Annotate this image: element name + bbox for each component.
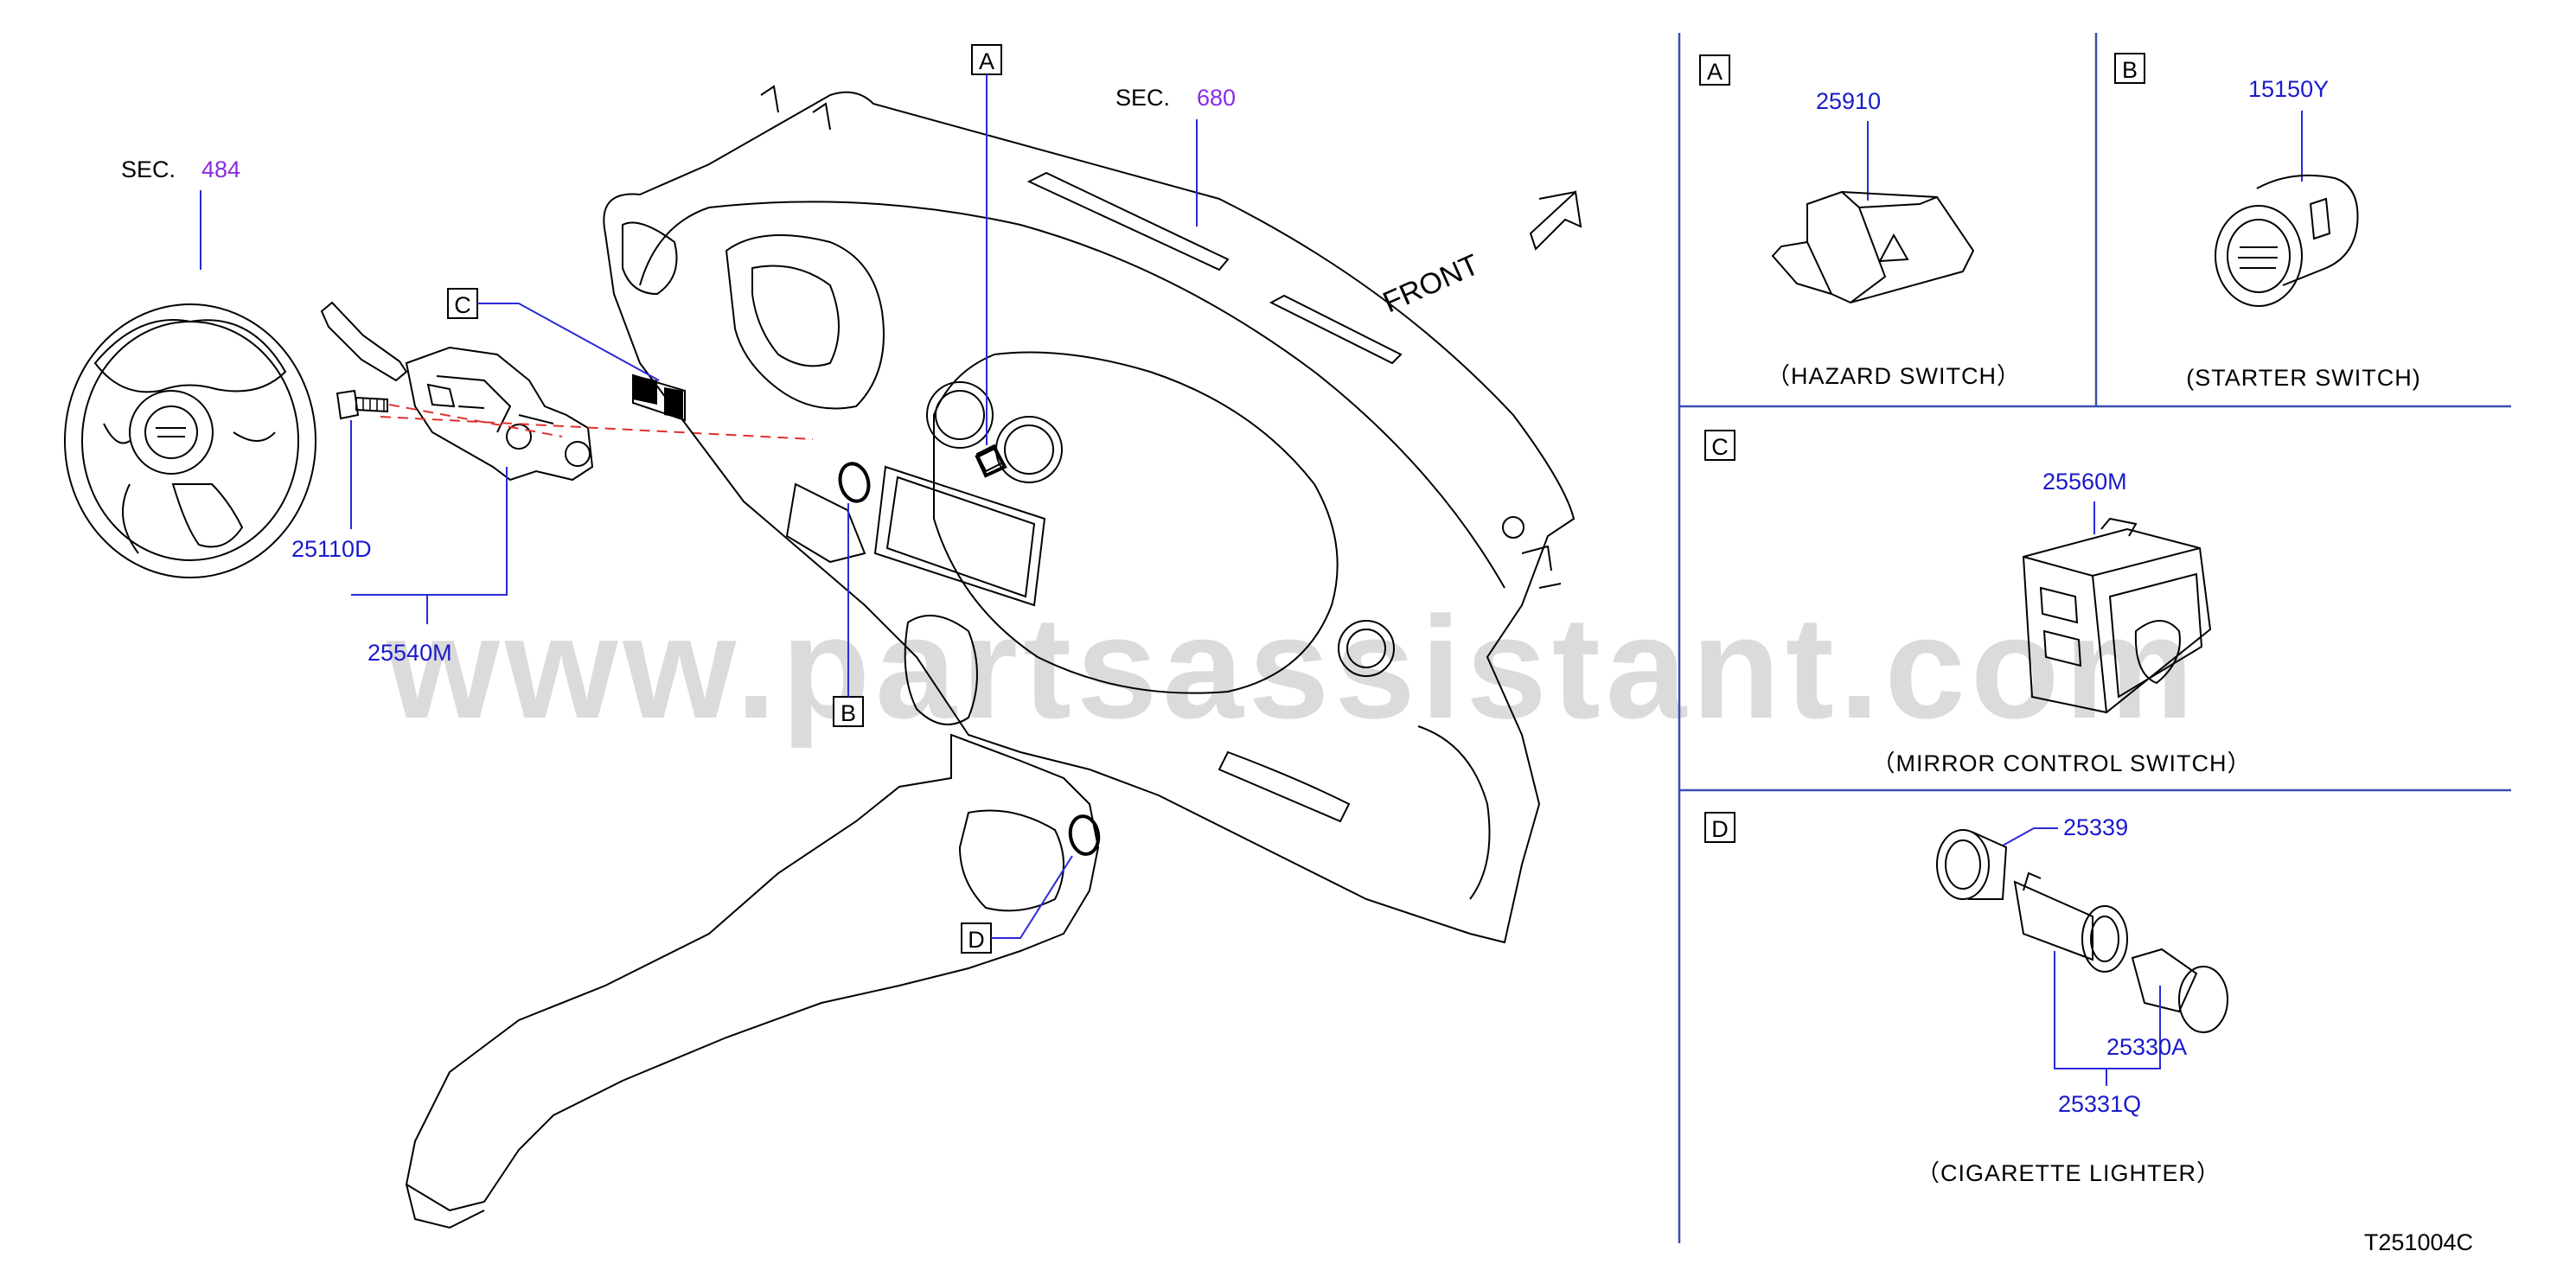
part-number-15150Y[interactable]: 15150Y (2248, 76, 2329, 102)
svg-text:C: C (1711, 434, 1729, 460)
svg-text:D: D (968, 927, 985, 953)
panel-d: D 25339 25330A 25331Q （CIGARETTE LIGHTER… (1704, 812, 2228, 1186)
caption-hazard-switch: （HAZARD SWITCH） (1767, 363, 2021, 389)
svg-text:D: D (1711, 816, 1729, 842)
main-part-leaders (350, 420, 508, 624)
panel-dividers (1678, 33, 2511, 1243)
diagram-id: T251004C (2364, 1229, 2473, 1255)
lighter-plug-icon (2131, 948, 2228, 1033)
caption-cigarette-lighter: （CIGARETTE LIGHTER） (1916, 1160, 2221, 1186)
front-arrow-icon (1529, 189, 1582, 251)
panel-a: A 25910 （HAZARD SWITCH） (1699, 54, 2021, 389)
starter-switch-icon (2215, 174, 2359, 307)
lighter-body-icon (2013, 871, 2128, 973)
bolt (336, 389, 388, 420)
watermark: www.partsassistant.com (386, 586, 2199, 749)
instrument-panel (603, 85, 1576, 944)
part-number-25560M[interactable]: 25560M (2042, 469, 2127, 495)
sec-484-number[interactable]: 484 (201, 156, 240, 182)
centre-console (405, 733, 1100, 1229)
sec-680-prefix: SEC. (1115, 85, 1170, 111)
callout-b[interactable]: B (833, 503, 864, 727)
sec-484-prefix: SEC. (121, 156, 176, 182)
svg-text:A: A (1707, 59, 1723, 85)
svg-text:B: B (841, 700, 856, 726)
steering-wheel (64, 303, 316, 578)
panel-b: B 15150Y (STARTER SWITCH) (2114, 53, 2421, 391)
callout-d[interactable]: D (961, 855, 1073, 954)
part-number-25540M[interactable]: 25540M (368, 640, 452, 666)
caption-mirror-control-switch: （MIRROR CONTROL SWITCH） (1872, 750, 2252, 776)
callout-a[interactable]: A (971, 44, 1002, 445)
part-number-25339[interactable]: 25339 (2063, 814, 2128, 840)
svg-text:C: C (454, 292, 471, 318)
callout-c[interactable]: C (447, 288, 660, 381)
lighter-socket-icon (1936, 829, 2008, 900)
part-number-25331Q[interactable]: 25331Q (2058, 1091, 2141, 1117)
sec-680-number[interactable]: 680 (1197, 85, 1236, 111)
caption-starter-switch: (STARTER SWITCH) (2186, 365, 2421, 391)
front-label: FRONT (1378, 248, 1484, 319)
svg-text:B: B (2122, 57, 2138, 83)
part-number-25110D[interactable]: 25110D (291, 536, 372, 562)
svg-text:A: A (979, 48, 994, 74)
mirror-switch-icon (2022, 517, 2212, 714)
panel-c: C 25560M （MIRROR CONTROL SWITCH） (1704, 430, 2252, 776)
hazard-switch-icon (1771, 190, 1975, 304)
combination-switch (320, 301, 594, 482)
part-number-25330A[interactable]: 25330A (2106, 1034, 2187, 1060)
part-number-25910[interactable]: 25910 (1816, 88, 1881, 114)
alignment-dashed-line (380, 404, 814, 440)
dash-switch-highlights (632, 373, 1101, 856)
